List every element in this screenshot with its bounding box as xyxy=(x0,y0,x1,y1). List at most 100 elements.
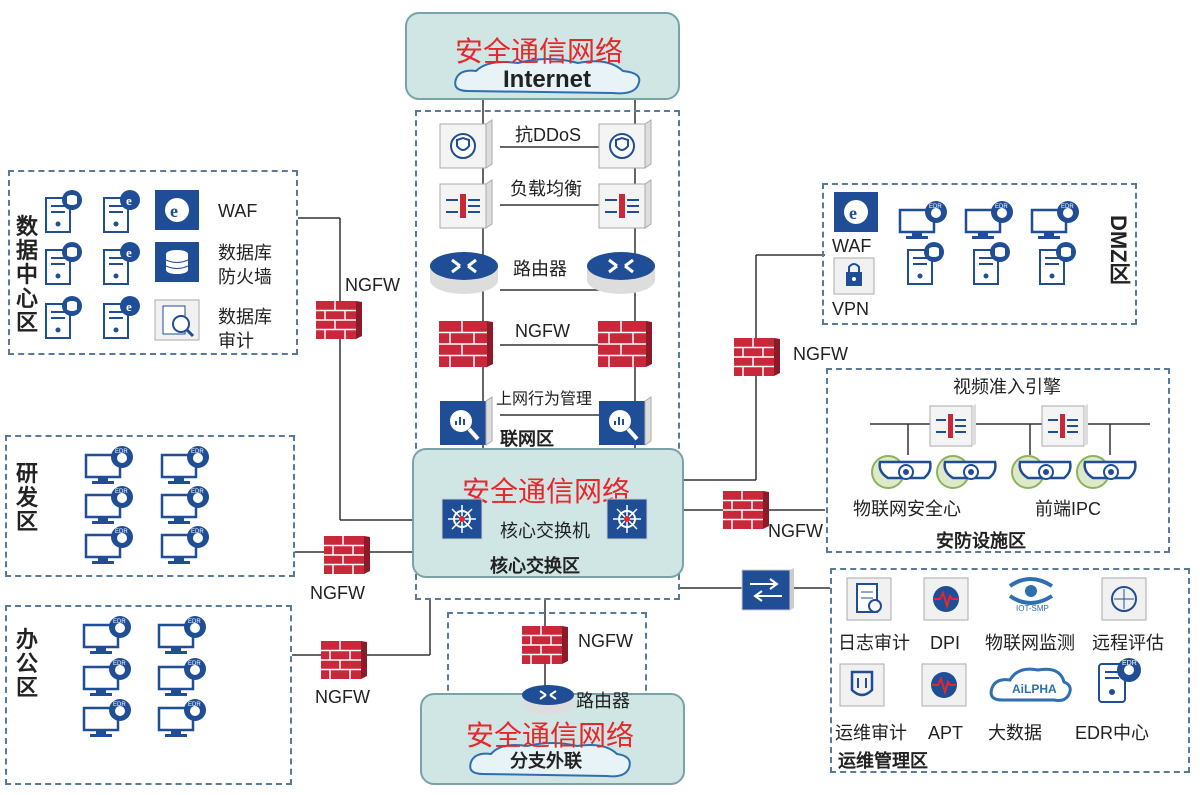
front-ipc-label: 前端IPC xyxy=(1035,499,1102,519)
log-audit-label: 日志审计 xyxy=(838,633,910,653)
video-engine-left-icon xyxy=(929,404,976,447)
dmz-zone xyxy=(822,183,1137,325)
security-zone-name: 安防设施区 xyxy=(936,531,1026,551)
dmz-ngfw-label: NGFW xyxy=(793,344,848,364)
branch-label: 分支外联 xyxy=(510,751,582,771)
ops-audit-label: 运维审计 xyxy=(835,723,907,743)
database-audit-icon xyxy=(154,299,200,341)
iot-monitor-label: 物联网监测 xyxy=(985,633,1075,653)
waf-icon: e xyxy=(834,192,878,232)
dc-db2-label: 数据库 xyxy=(218,307,272,327)
edr-endpoint-icon: EDR xyxy=(82,616,131,654)
svg-text:EDR: EDR xyxy=(115,529,128,535)
svg-text:EDR: EDR xyxy=(995,204,1008,210)
server-icon xyxy=(907,242,944,285)
lianwang-zone xyxy=(415,110,680,600)
ops-switch-icon xyxy=(741,568,794,611)
dev-zone xyxy=(5,435,295,577)
dc-waf-label: WAF xyxy=(218,201,258,221)
ops-management-zone xyxy=(830,568,1190,773)
internet-title: 安全通信网络 xyxy=(455,36,624,67)
big-data-icon xyxy=(989,667,1072,702)
dc-database-label: 数据库 xyxy=(218,243,272,263)
edr-endpoint-icon: EDR xyxy=(82,699,131,737)
firewall-icon xyxy=(321,641,367,679)
ip-camera-icon xyxy=(936,455,997,489)
svg-text:EDR: EDR xyxy=(191,489,204,495)
vpn-icon xyxy=(833,257,875,295)
behavior-label: 上网行为管理 xyxy=(496,391,593,408)
remote-assess-label: 远程评估 xyxy=(1092,633,1164,653)
core-switch-right-icon xyxy=(606,498,648,540)
data-center-zone xyxy=(8,170,298,355)
office-zone-name: 办公区 xyxy=(15,627,38,700)
iot-caption: IOT-SMP xyxy=(1016,604,1049,613)
remote-assess-icon xyxy=(1101,577,1147,621)
dmz-vpn-label: VPN xyxy=(832,299,870,319)
load-balancer-label: 负载均衡 xyxy=(510,179,582,199)
firewall-icon xyxy=(598,321,652,367)
security-facility-zone xyxy=(826,368,1170,553)
internet-label: Internet xyxy=(503,66,592,93)
core-zone-label: 核心交换区 xyxy=(490,556,580,576)
svg-text:EDR: EDR xyxy=(115,449,128,455)
svg-text:EDR: EDR xyxy=(929,204,942,210)
svg-text:EDR: EDR xyxy=(1061,204,1074,210)
core-switch-label: 核心交换机 xyxy=(500,521,590,541)
firewall-icon xyxy=(522,626,568,664)
log-audit-icon xyxy=(846,577,892,621)
apt-icon xyxy=(921,663,967,707)
svg-text:EDR: EDR xyxy=(188,702,201,708)
branch-router-label: 路由器 xyxy=(576,691,630,711)
cloud-icon xyxy=(469,742,631,778)
edr-endpoint-icon: EDR xyxy=(1030,201,1079,239)
iot-security-label: 物联网安全心 xyxy=(853,499,961,519)
dc-ngfw-label: NGFW xyxy=(345,275,400,295)
behavior-left-device xyxy=(440,396,493,446)
svg-text:e: e xyxy=(126,193,132,208)
branch-router-icon xyxy=(522,685,574,715)
web-server-icon: e xyxy=(103,242,140,285)
ngfw-core-label: NGFW xyxy=(515,321,570,341)
office-zone xyxy=(5,605,292,785)
dpi-icon xyxy=(923,577,969,621)
svg-text:EDR: EDR xyxy=(113,619,126,625)
ailpha-label: AiLPHA xyxy=(1012,682,1057,696)
core-title: 安全通信网络 xyxy=(462,476,631,507)
office-ngfw-label: NGFW xyxy=(315,687,370,707)
firewall-icon xyxy=(734,338,780,376)
svg-text:EDR: EDR xyxy=(113,661,126,667)
dev-ngfw-label: NGFW xyxy=(310,583,365,603)
big-data-label: 大数据 xyxy=(988,723,1042,743)
ip-camera-icon xyxy=(871,455,932,489)
branch-ngfw-label: NGFW xyxy=(578,631,633,651)
behavior-right-device xyxy=(599,396,652,446)
server-icon xyxy=(45,242,82,285)
edr-endpoint-icon: EDR xyxy=(160,446,209,484)
edr-endpoint-icon: EDR xyxy=(84,526,133,564)
database-firewall-icon xyxy=(155,242,199,282)
branch-title: 安全通信网络 xyxy=(466,720,635,751)
dc-firewall-label: 防火墙 xyxy=(218,267,272,287)
data-center-name: 数据中心区 xyxy=(15,214,38,335)
server-icon xyxy=(45,296,82,339)
load-balancer-left-device xyxy=(439,179,493,229)
svg-text:e: e xyxy=(849,203,857,223)
dmz-waf-label: WAF xyxy=(832,236,872,256)
dmz-zone-name: DMZ区 xyxy=(1106,215,1131,285)
firewall-icon xyxy=(316,301,362,339)
svg-text:EDR: EDR xyxy=(191,449,204,455)
svg-text:e: e xyxy=(126,299,132,314)
edr-endpoint-icon: EDR xyxy=(157,699,206,737)
svg-text:e: e xyxy=(170,201,178,221)
edr-center-label: EDR中心 xyxy=(1075,723,1150,743)
firewall-icon xyxy=(439,321,493,367)
ops-audit-icon xyxy=(839,663,885,707)
ddos-left-device xyxy=(439,119,493,169)
video-engine-label: 视频准入引擎 xyxy=(953,377,1061,397)
svg-text:EDR: EDR xyxy=(115,489,128,495)
security-ngfw-label: NGFW xyxy=(768,521,823,541)
lianwang-zone-title: 联网区 xyxy=(500,429,554,449)
svg-text:EDR: EDR xyxy=(188,619,201,625)
